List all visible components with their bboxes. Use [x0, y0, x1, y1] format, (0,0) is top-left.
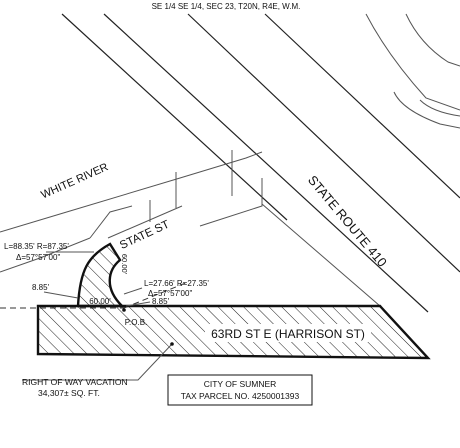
white-river-label: WHITE RIVER: [39, 161, 110, 201]
right-curve-line1: L=27.66' R=27.35': [144, 279, 209, 288]
state-st-width-dim: 60.00': [120, 254, 129, 275]
state-route-label: STATE ROUTE 410: [305, 172, 390, 269]
vacation-title: RIGHT OF WAY VACATION: [22, 377, 128, 387]
vacation-leader: [22, 342, 174, 381]
interchange-curves: [365, 13, 460, 129]
title-box-parcel: TAX PARCEL NO. 4250001393: [181, 391, 300, 401]
pob-label: P.O.B.: [125, 318, 148, 327]
title-box-city: CITY OF SUMNER: [204, 379, 277, 389]
pob-marker: [122, 308, 126, 312]
section-header: SE 1/4 SE 1/4, SEC 23, T20N, R4E, W.M.: [152, 2, 301, 11]
street-63rd-label: 63RD ST E (HARRISON ST): [211, 327, 365, 341]
state-route-410-lines: [61, 13, 460, 313]
left-curve-line2: Δ=57°57'00": [16, 253, 60, 262]
bottom-width-dim: 60.00': [89, 297, 111, 306]
right-curve-line2: Δ=57°57'00": [148, 289, 192, 298]
left-curve-line1: L=88.35' R=87.35': [4, 242, 69, 251]
street-label-bg: [205, 324, 371, 342]
dimension-leaders: [43, 251, 151, 307]
vacation-area: 34,307± SQ. FT.: [38, 388, 100, 398]
title-box: [167, 374, 313, 406]
left-offset-dim: 8.85': [32, 283, 50, 292]
white-river-banks: [0, 150, 263, 273]
right-offset-dim: 8.85': [152, 297, 170, 306]
state-st-label: STATE ST: [118, 219, 171, 252]
